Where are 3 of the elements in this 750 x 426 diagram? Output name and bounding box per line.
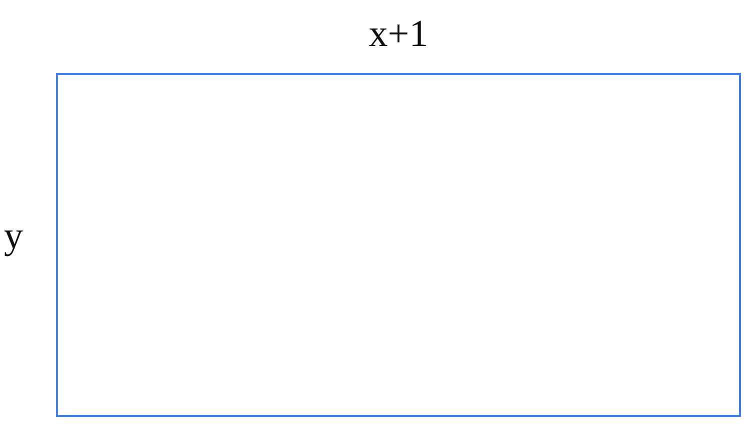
dimension-label: x+1 (368, 15, 428, 53)
dimension-label: y (4, 217, 23, 255)
rectangle-shape (56, 73, 741, 417)
